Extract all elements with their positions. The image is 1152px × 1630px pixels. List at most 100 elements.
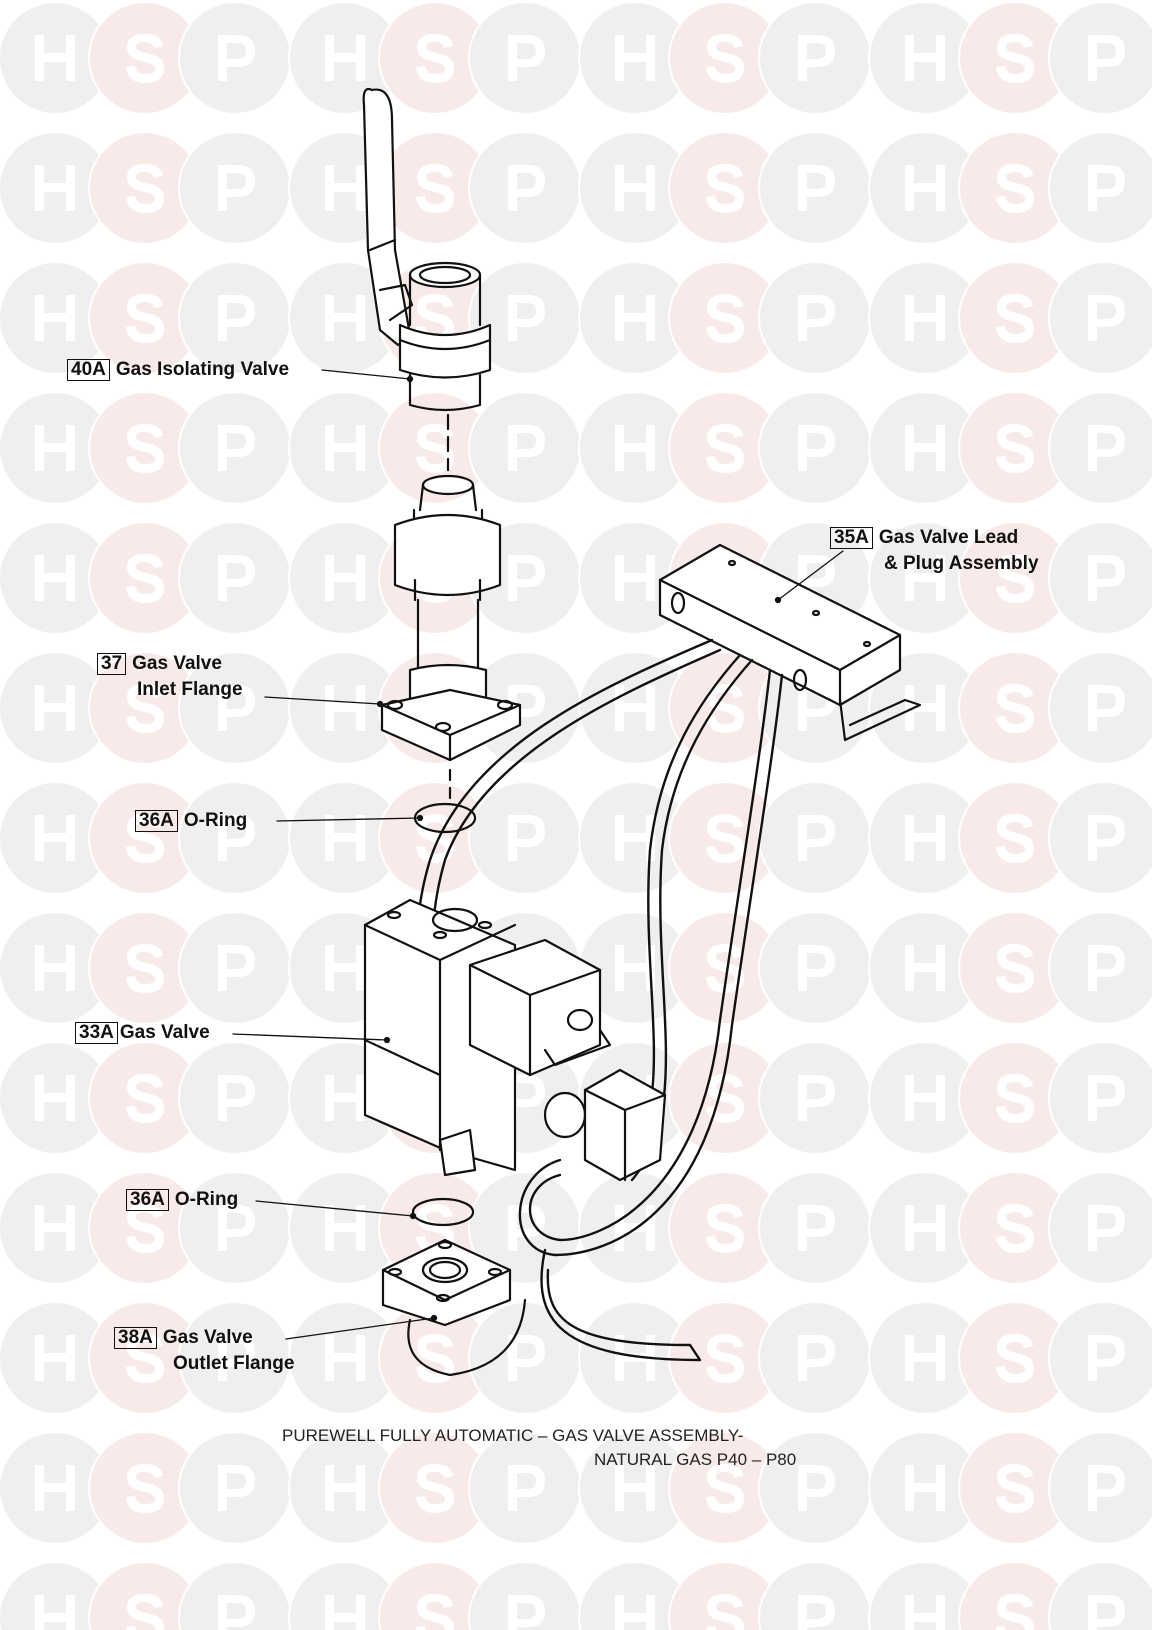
watermark-letter-s-icon: [416, 164, 454, 213]
watermark-letter-s-icon: [706, 944, 744, 993]
watermark-letter-s-icon: [126, 1594, 164, 1630]
watermark-letter-s-icon: [126, 1204, 164, 1253]
watermark-letter-p-icon: [218, 555, 255, 601]
watermark-s-circle: [958, 261, 1072, 375]
watermark-letter-h-icon: [615, 35, 655, 81]
watermark-letter-p-icon: [1088, 1465, 1125, 1511]
watermark-letter-p-icon: [218, 35, 255, 81]
watermark-h-circle: [578, 261, 692, 375]
watermark-letter-p-icon: [508, 165, 545, 211]
watermark-letter-p-icon: [508, 1595, 545, 1630]
watermark-s-circle: [88, 651, 202, 765]
watermark-letter-h-icon: [615, 815, 655, 861]
part-name: O-Ring: [174, 1189, 239, 1210]
watermark-letter-s-icon: [416, 294, 454, 343]
watermark-letter-s-icon: [706, 34, 744, 83]
watermark-letter-h-icon: [325, 815, 365, 861]
watermark-h-circle: [578, 651, 692, 765]
watermark-letter-h-icon: [905, 1335, 945, 1381]
watermark-letter-p-icon: [508, 295, 545, 341]
watermark-letter-p-icon: [218, 1335, 255, 1381]
watermark-letter-h-icon: [905, 1075, 945, 1121]
leader-lines: [232, 369, 844, 1340]
watermark-letter-s-icon: [996, 944, 1034, 993]
watermark-letter-s-icon: [996, 1204, 1034, 1253]
watermark-letter-p-icon: [798, 555, 835, 601]
watermark-s-circle: [668, 1561, 782, 1630]
watermark-p-circle: [1048, 1171, 1152, 1285]
watermark-h-circle: [288, 781, 402, 895]
watermark-h-circle: [868, 1, 982, 115]
gas-valve-part: [363, 898, 667, 1182]
watermark-letter-h-icon: [905, 1205, 945, 1251]
watermark-letter-s-icon: [996, 1074, 1034, 1123]
watermark-letter-p-icon: [798, 295, 835, 341]
watermark-h-circle: [578, 391, 692, 505]
watermark-letter-h-icon: [325, 35, 365, 81]
watermark-p-circle: [178, 781, 292, 895]
watermark-s-circle: [668, 1, 782, 115]
watermark-p-circle: [178, 391, 292, 505]
watermark-s-circle: [958, 651, 1072, 765]
watermark-letter-h-icon: [325, 1595, 365, 1630]
gas-valve-lead-plug-assembly-part: [658, 543, 922, 742]
watermark-letter-s-icon: [996, 1334, 1034, 1383]
watermark-h-circle: [578, 1431, 692, 1545]
watermark-p-circle: [178, 1171, 292, 1285]
watermark-letter-s-icon: [126, 554, 164, 603]
watermark-letter-p-icon: [218, 945, 255, 991]
watermark-letter-h-icon: [905, 35, 945, 81]
watermark-letter-p-icon: [218, 1465, 255, 1511]
part-name: Gas Valve: [119, 1022, 210, 1043]
watermark-s-circle: [88, 1, 202, 115]
watermark-h-circle: [868, 781, 982, 895]
diagram-caption-line2: NATURAL GAS P40 – P80: [594, 1450, 797, 1469]
watermark-letter-s-icon: [416, 1464, 454, 1513]
watermark-letter-s-icon: [996, 1464, 1034, 1513]
gas-valve-inlet-flange-part: [380, 474, 522, 762]
watermark-letter-s-icon: [126, 1074, 164, 1123]
watermark-letter-h-icon: [35, 1075, 75, 1121]
watermark-letter-h-icon: [325, 295, 365, 341]
watermark-letter-s-icon: [416, 1594, 454, 1630]
watermark-p-circle: [1048, 1041, 1152, 1155]
watermark-letter-h-icon: [905, 945, 945, 991]
part-name-line2: Outlet Flange: [173, 1353, 295, 1374]
watermark-letter-h-icon: [325, 1075, 365, 1121]
watermark-letter-s-icon: [416, 1334, 454, 1383]
watermark-letter-p-icon: [1088, 35, 1125, 81]
watermark-letter-s-icon: [126, 424, 164, 473]
watermark-letter-h-icon: [35, 295, 75, 341]
watermark-letter-p-icon: [798, 815, 835, 861]
watermark-letter-p-icon: [798, 165, 835, 211]
part-name-line2: & Plug Assembly: [884, 553, 1039, 574]
watermark-letter-h-icon: [325, 1335, 365, 1381]
part-name: Gas Valve Lead: [878, 527, 1019, 548]
watermark-letter-h-icon: [325, 555, 365, 601]
part-number: 35A: [830, 527, 873, 549]
watermark-s-circle: [88, 1431, 202, 1545]
watermark-s-circle: [88, 131, 202, 245]
watermark-p-circle: [1048, 1561, 1152, 1630]
part-number: 33A: [75, 1022, 118, 1044]
watermark-letter-p-icon: [1088, 555, 1125, 601]
watermark-letter-s-icon: [126, 684, 164, 733]
watermark-p-circle: [178, 1, 292, 115]
watermark-h-circle: [288, 521, 402, 635]
watermark-letter-p-icon: [218, 1075, 255, 1121]
watermark-s-circle: [378, 391, 492, 505]
part-name: O-Ring: [183, 810, 248, 831]
watermark-letter-p-icon: [1088, 685, 1125, 731]
watermark-p-circle: [1048, 911, 1152, 1025]
gas-isolating-valve-part: [362, 87, 492, 412]
watermark-letter-s-icon: [706, 684, 744, 733]
watermark-letter-h-icon: [35, 945, 75, 991]
part-number: 40A: [67, 359, 110, 381]
watermark-p-circle: [1048, 1431, 1152, 1545]
watermark-letter-s-icon: [996, 424, 1034, 473]
watermark-letter-p-icon: [508, 815, 545, 861]
part-number: 36A: [126, 1189, 169, 1211]
watermark-letter-h-icon: [35, 1205, 75, 1251]
watermark-p-circle: [468, 1431, 582, 1545]
